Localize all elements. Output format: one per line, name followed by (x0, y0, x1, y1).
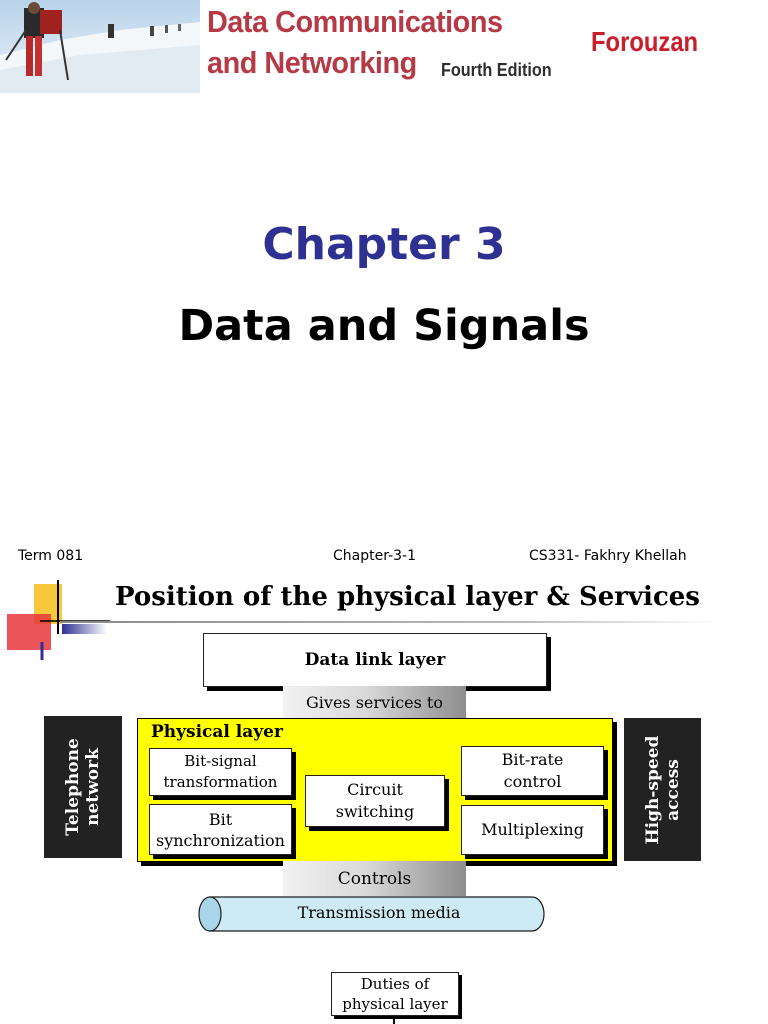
gives-services-band: Gives services to (283, 686, 466, 719)
footer-term: Term 081 (18, 548, 84, 564)
duties-connector (393, 1017, 395, 1024)
physical-layer-panel: Physical layer Bit-signal transformation… (137, 718, 613, 862)
bit-signal-line1: Bit-signal (184, 752, 257, 770)
bit-synchronization-box: Bit synchronization (149, 804, 292, 855)
book-banner: Data Communications and Networking Fourt… (0, 0, 768, 93)
telephone-line1: Telephone (63, 738, 83, 836)
book-edition: Fourth Edition (441, 60, 552, 80)
chapter-subtitle: Data and Signals (178, 301, 590, 351)
high-speed-line1: High-speed (642, 735, 663, 844)
transmission-media-cylinder: Transmission media (198, 896, 548, 932)
data-link-layer-box: Data link layer (203, 633, 547, 687)
controls-band: Controls (283, 861, 466, 896)
bit-rate-line2: control (503, 772, 562, 791)
controls-label: Controls (337, 868, 412, 889)
high-speed-line2: access (662, 758, 683, 821)
bit-signal-line2: transformation (163, 773, 278, 791)
mountaineers-photo (0, 0, 200, 93)
chapter-heading: Chapter 3 (262, 219, 506, 270)
bit-sync-line2: synchronization (156, 830, 285, 850)
gives-services-label: Gives services to (306, 693, 443, 712)
book-title-line2: and Networking (207, 45, 417, 80)
telephone-line2: network (83, 748, 103, 826)
physical-layer-label: Physical layer (151, 722, 283, 742)
circuit-line1: Circuit (347, 780, 403, 799)
telephone-network-panel: Telephone network (44, 716, 122, 858)
footer-page: Chapter-3-1 (333, 548, 416, 564)
bit-rate-line1: Bit-rate (501, 750, 564, 769)
transmission-media-label: Transmission media (297, 903, 461, 922)
high-speed-access-panel: High-speed access (624, 718, 701, 861)
circuit-line2: switching (335, 802, 415, 821)
footer-author: CS331- Fakhry Khellah (529, 548, 687, 564)
bit-rate-control-box: Bit-rate control (461, 746, 604, 796)
duties-line2: physical layer (342, 995, 448, 1013)
book-author: Forouzan (591, 26, 699, 57)
duties-line1: Duties of (360, 975, 430, 993)
slide-decoration (0, 580, 110, 665)
multiplexing-box: Multiplexing (461, 805, 604, 855)
book-title-line1: Data Communications (207, 4, 503, 39)
title-underline (60, 621, 720, 623)
circuit-switching-box: Circuit switching (305, 775, 445, 827)
duties-box: Duties of physical layer (331, 972, 459, 1016)
slide-title: Position of the physical layer & Service… (115, 582, 700, 612)
bit-sync-line1: Bit (208, 809, 233, 829)
multiplexing-label: Multiplexing (481, 820, 584, 839)
data-link-layer-label: Data link layer (304, 650, 446, 670)
bit-signal-transformation-box: Bit-signal transformation (149, 748, 292, 796)
